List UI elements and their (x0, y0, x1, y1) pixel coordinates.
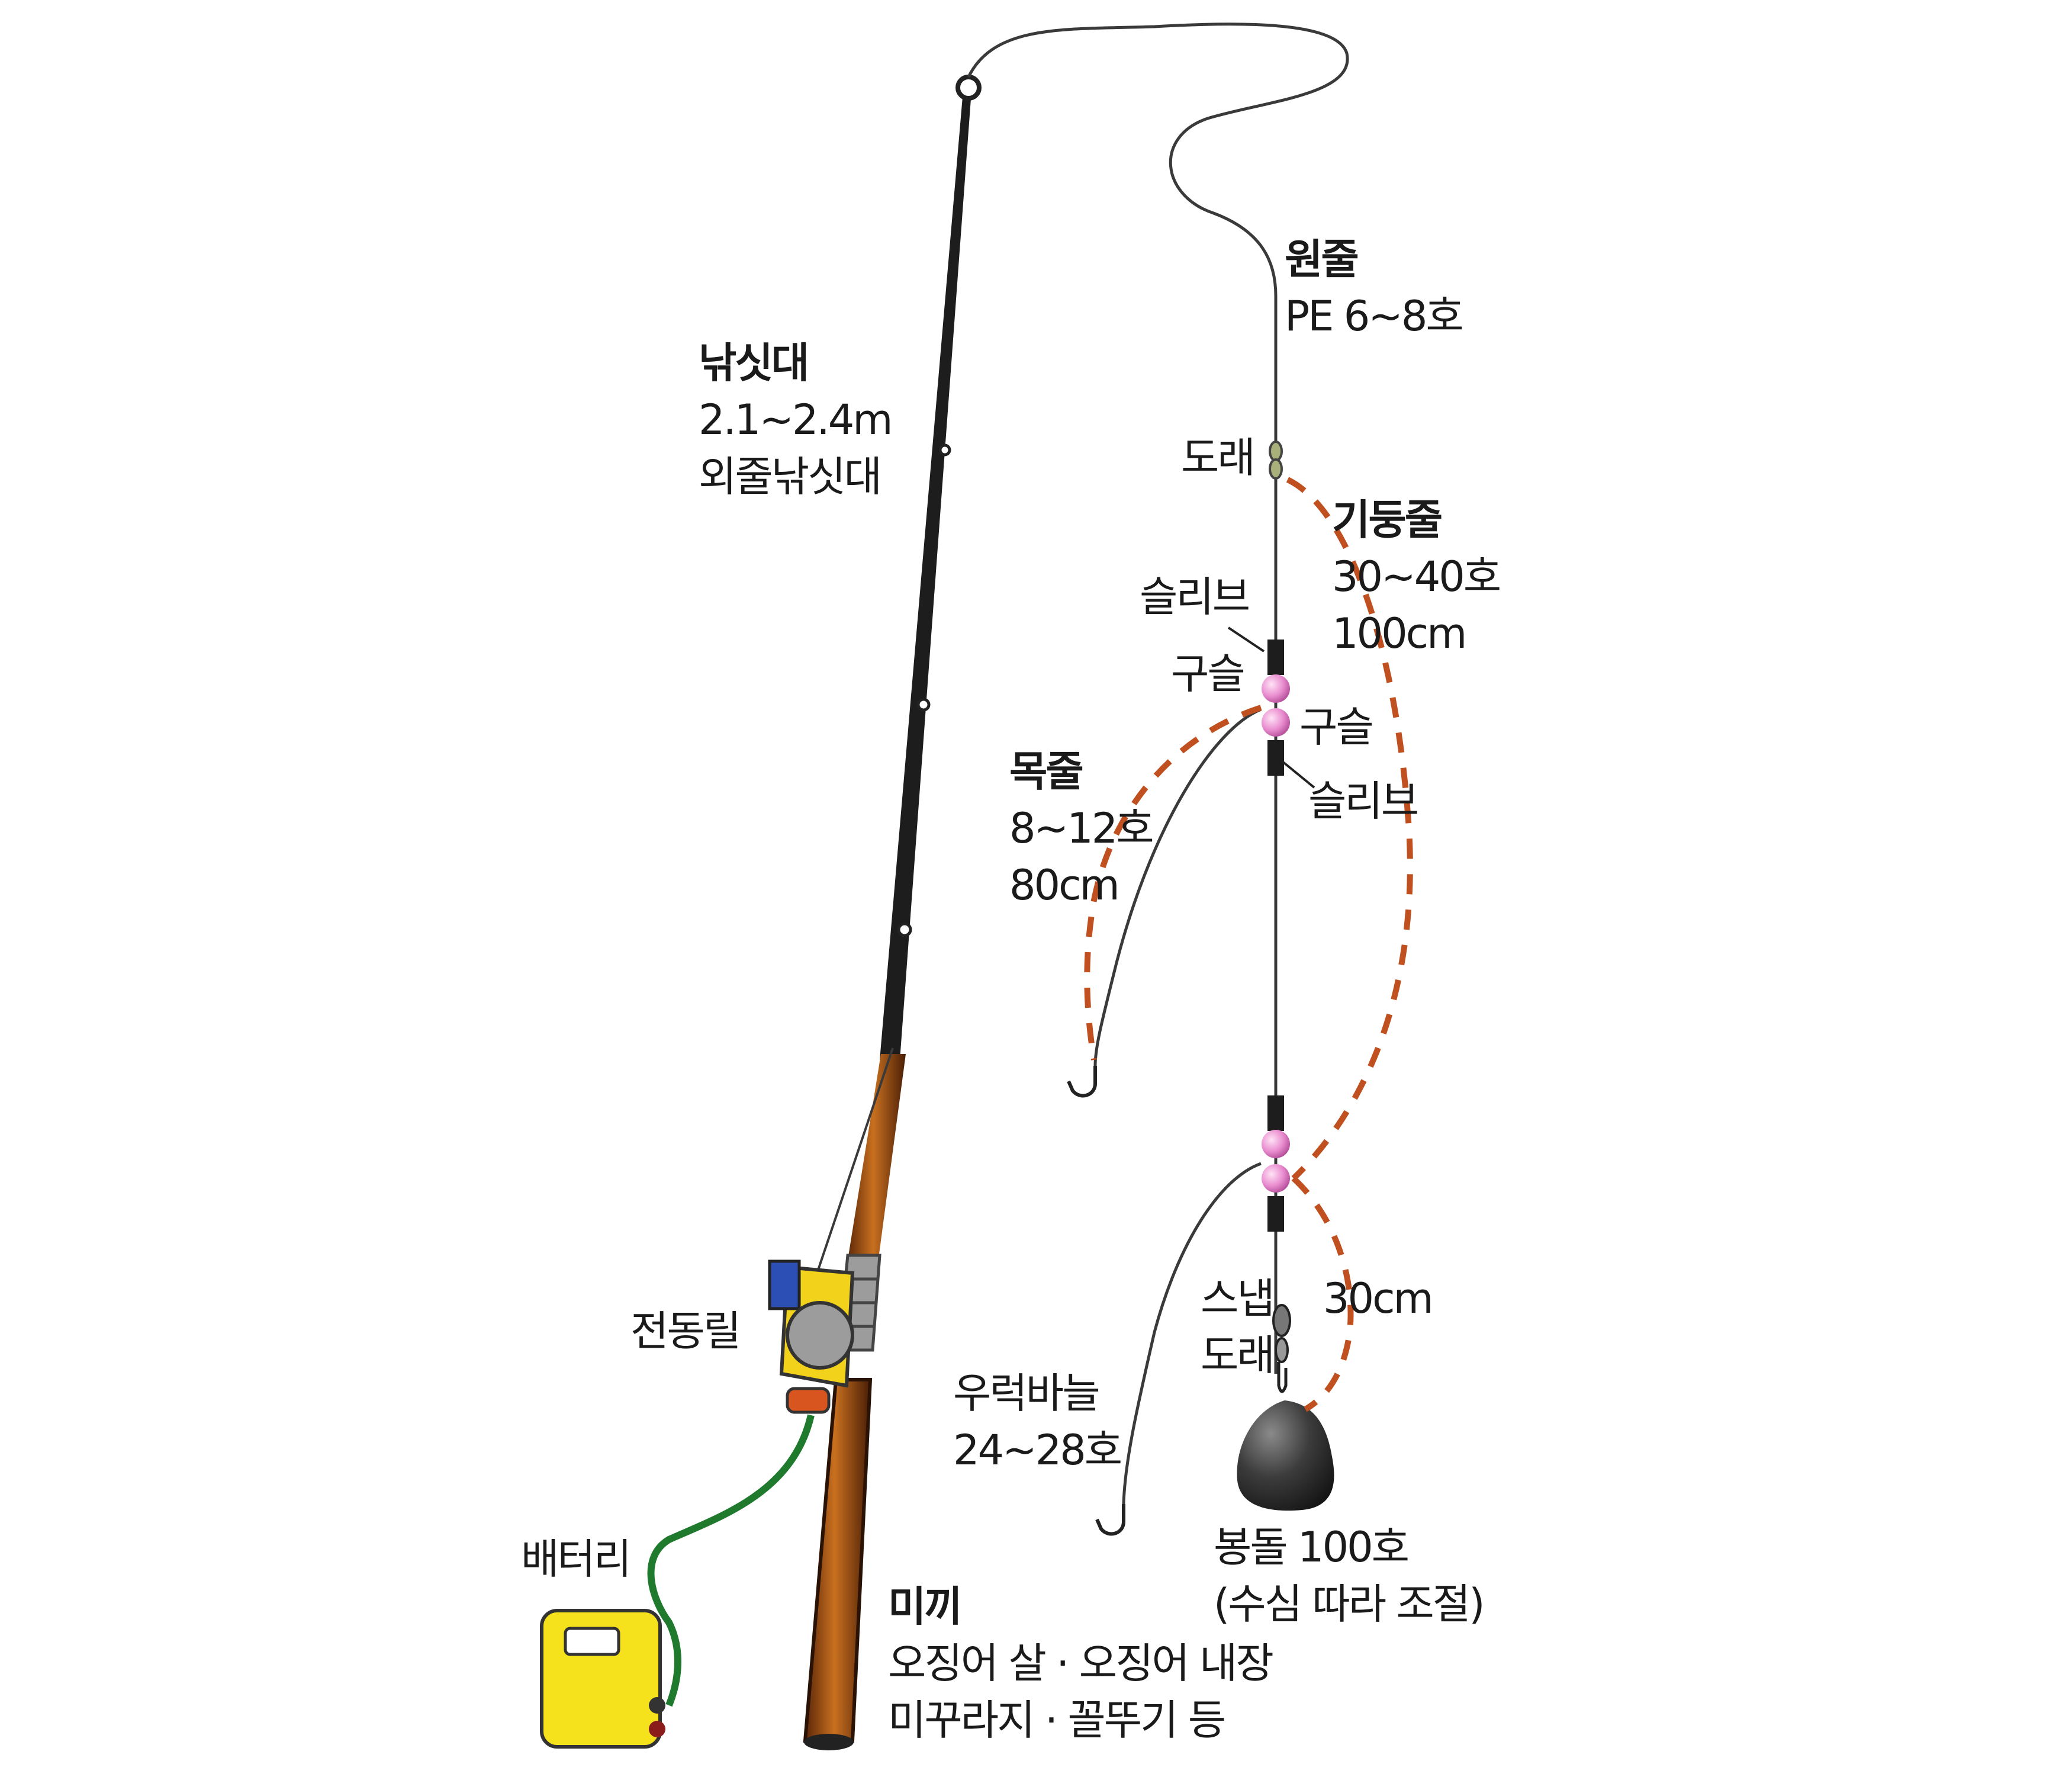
battery (540, 1609, 665, 1749)
hook-label: 우럭바늘 24~28호 (953, 1365, 1122, 1479)
main-line (967, 23, 1349, 438)
branch-line-lower (1122, 1162, 1262, 1505)
branch-length-guide (1084, 705, 1262, 1061)
sleeve-lower-2 (1267, 1196, 1284, 1232)
sinker (1237, 1400, 1334, 1511)
main-line-spec: PE 6~8호 (1285, 292, 1464, 340)
branch-line-length: 80cm (1009, 861, 1120, 910)
rod-type: 외줄낚싯대 (699, 452, 882, 501)
reel-blue-top (768, 1259, 801, 1310)
snap-swivel-label: 스냅 도래 (1201, 1270, 1275, 1384)
rod-guide-ring (897, 922, 912, 937)
rod-handle (803, 1378, 873, 1743)
trunk-line-label: 기둥줄 30~40호 100cm (1332, 491, 1501, 662)
hook-size: 24~28호 (953, 1426, 1122, 1474)
sinker-gap-text: 30cm (1323, 1274, 1434, 1323)
swivel-top-label: 도래 (1181, 429, 1256, 486)
rod-lower-section (847, 1054, 906, 1267)
sleeve-right-label: 슬리브 (1308, 773, 1419, 830)
rod-guide-ring (938, 444, 951, 457)
electric-reel-label: 전동릴 (630, 1303, 741, 1360)
sleeve-top-label: 슬리브 (1140, 568, 1250, 625)
branch-line-upper (1093, 708, 1262, 1066)
rod-label: 낚싯대 2.1~2.4m 외줄낚싯대 (699, 335, 893, 505)
battery-terminal-negative (649, 1721, 665, 1737)
battery-display (564, 1627, 620, 1656)
bait-title: 미끼 (888, 1582, 963, 1631)
sleeve-upper-right (1267, 740, 1284, 776)
reel-spool (786, 1301, 854, 1370)
rod-blank (880, 83, 972, 1060)
sinker-note: (수심 따라 조절) (1214, 1580, 1485, 1628)
trunk-line-length: 100cm (1332, 609, 1467, 658)
trunk-line-title: 기둥줄 (1332, 496, 1443, 544)
bead-right-label: 구슬 (1299, 699, 1374, 756)
sleeve-right-pointer (1280, 760, 1315, 789)
rod-length: 2.1~2.4m (699, 396, 893, 444)
bead-left-text: 구슬 (1171, 650, 1246, 698)
trunk-line-size: 30~40호 (1332, 552, 1501, 601)
hook-name: 우럭바늘 (953, 1369, 1101, 1418)
battery-terminal-positive (649, 1697, 665, 1714)
bead-bottom-1 (1262, 1130, 1290, 1158)
electric-reel-text: 전동릴 (630, 1307, 741, 1355)
bait-line2: 미꾸라지 · 꼴뚜기 등 (888, 1696, 1226, 1744)
hook-lower (1095, 1504, 1125, 1536)
sleeve-lower-1 (1267, 1095, 1284, 1131)
sinker-weight: 봉돌 100호 (1214, 1523, 1410, 1572)
rod-tip-ring (955, 75, 982, 101)
battery-text: 배터리 (521, 1535, 632, 1583)
main-line-title: 원줄 (1285, 235, 1359, 284)
battery-label: 배터리 (521, 1531, 632, 1588)
snap-swivel-line1: 스냅 (1201, 1274, 1275, 1323)
fishing-rod (803, 75, 982, 1750)
branch-line-title: 목줄 (1009, 747, 1084, 796)
branch-line-label: 목줄 8~12호 80cm (1009, 743, 1154, 914)
swivel-top (1269, 441, 1283, 480)
swivel-top-text: 도래 (1181, 433, 1256, 482)
sleeve-top-pointer (1227, 626, 1265, 653)
main-line-label: 원줄 PE 6~8호 (1285, 231, 1464, 345)
bait-line1: 오징어 살 · 오징어 내장 (888, 1639, 1274, 1688)
sleeve-right-text: 슬리브 (1308, 777, 1419, 825)
rod-guide-ring (916, 698, 931, 712)
hook-upper (1067, 1066, 1097, 1098)
trunk-length-guide (1286, 477, 1413, 1181)
rod-title: 낚싯대 (699, 339, 809, 387)
sinker-gap-label: 30cm (1323, 1270, 1434, 1327)
bead-bottom-2 (1262, 1164, 1290, 1193)
rod-butt-cap (804, 1734, 854, 1750)
sleeve-top-text: 슬리브 (1140, 573, 1250, 621)
sinker-gap-guide (1291, 1176, 1354, 1412)
bead-left-label: 구슬 (1171, 645, 1246, 702)
branch-line-size: 8~12호 (1009, 804, 1154, 853)
sinker-label: 봉돌 100호 (수심 따라 조절) (1214, 1519, 1485, 1633)
bead-right-text: 구슬 (1299, 703, 1374, 751)
power-cable (647, 1414, 815, 1707)
reel-handle (786, 1387, 831, 1414)
snap-swivel (1272, 1304, 1291, 1393)
bead-top-1 (1262, 674, 1290, 703)
snap-swivel-line2: 도래 (1201, 1331, 1275, 1380)
electric-reel (768, 1259, 855, 1414)
bait-label: 미끼 오징어 살 · 오징어 내장 미꾸라지 · 꼴뚜기 등 (888, 1578, 1274, 1749)
sleeve-top (1267, 640, 1284, 675)
bead-top-2 (1262, 708, 1290, 737)
